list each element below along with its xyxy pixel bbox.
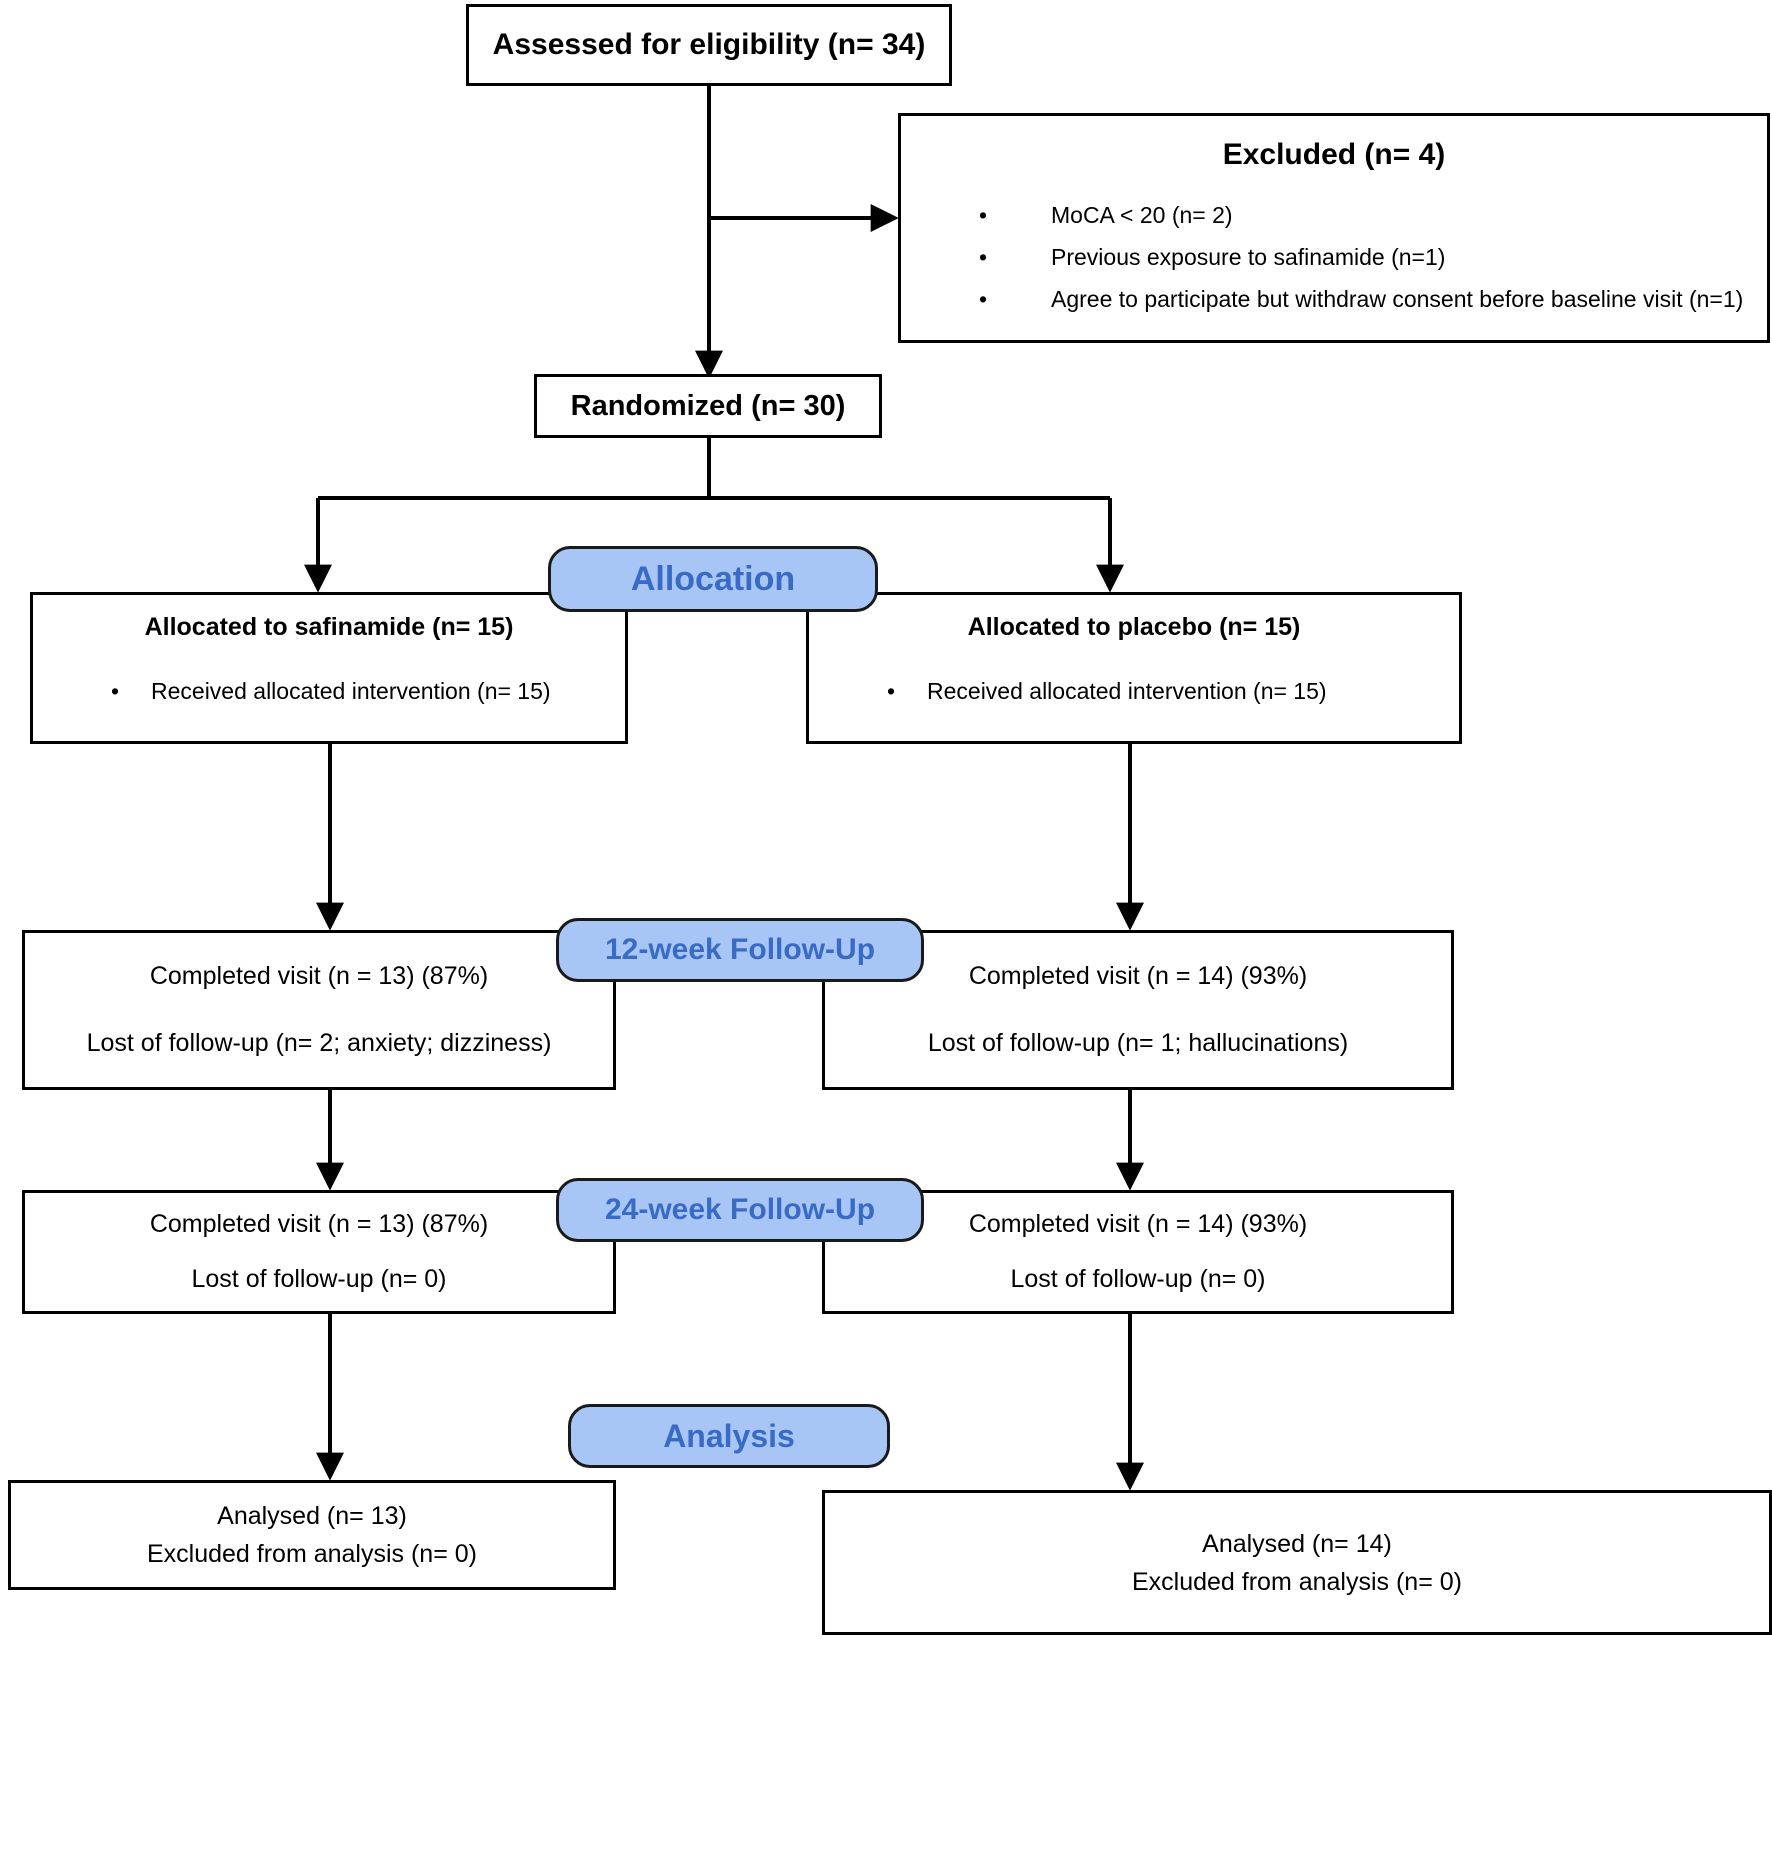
followup24-safinamide-lost: Lost of follow-up (n= 0) [191,1265,447,1293]
node-allocated-safinamide: Allocated to safinamide (n= 15) • Receiv… [30,592,628,744]
analysis-placebo-analysed: Analysed (n= 14) [1202,1529,1392,1558]
list-item: • MoCA < 20 (n= 2) [979,198,1749,232]
node-randomized: Randomized (n= 30) [534,374,882,438]
list-item: • Agree to participate but withdraw cons… [979,282,1749,316]
randomized-title: Randomized (n= 30) [570,389,846,422]
assessed-for-eligibility-title: Assessed for eligibility (n= 34) [492,28,926,61]
bullet-icon: • [887,678,896,704]
followup24-placebo-completed: Completed visit (n = 14) (93%) [968,1210,1308,1238]
node-analysis-placebo: Analysed (n= 14) Excluded from analysis … [822,1490,1772,1635]
node-analysis-safinamide: Analysed (n= 13) Excluded from analysis … [8,1480,616,1590]
followup24-placebo-lost: Lost of follow-up (n= 0) [1010,1265,1266,1293]
excluded-reason-list: • MoCA < 20 (n= 2) • Previous exposure t… [979,198,1749,324]
excluded-reason-text: Agree to participate but withdraw consen… [1051,286,1744,312]
list-item: • Previous exposure to safinamide (n=1) [979,240,1749,274]
bullet-icon: • [979,202,988,228]
node-followup12-placebo: Completed visit (n = 14) (93%) Lost of f… [822,930,1454,1090]
analysis-safinamide-excluded: Excluded from analysis (n= 0) [146,1540,477,1568]
allocated-placebo-title: Allocated to placebo (n= 15) [967,613,1301,641]
node-allocated-placebo: Allocated to placebo (n= 15) • Received … [806,592,1462,744]
list-item: • Received allocated intervention (n= 15… [111,676,625,706]
stage-label-allocation: Allocation [548,546,878,612]
followup12-placebo-completed: Completed visit (n = 14) (93%) [968,962,1308,990]
stage-label-analysis: Analysis [568,1404,890,1468]
followup12-placebo-lost: Lost of follow-up (n= 1; hallucinations) [927,1029,1349,1057]
allocated-placebo-detail: Received allocated intervention (n= 15) [927,678,1327,704]
bullet-icon: • [979,286,988,312]
excluded-reason-text: Previous exposure to safinamide (n=1) [1051,244,1446,270]
node-assessed-for-eligibility: Assessed for eligibility (n= 34) [466,4,952,86]
followup12-safinamide-completed: Completed visit (n = 13) (87%) [149,962,489,990]
allocated-safinamide-list: • Received allocated intervention (n= 15… [111,676,625,706]
followup12-safinamide-lost: Lost of follow-up (n= 2; anxiety; dizzin… [86,1029,552,1057]
stage-label-followup24: 24-week Follow-Up [556,1178,924,1242]
excluded-reason-text: MoCA < 20 (n= 2) [1051,202,1233,228]
allocated-placebo-list: • Received allocated intervention (n= 15… [887,676,1459,706]
allocated-safinamide-title: Allocated to safinamide (n= 15) [144,613,514,641]
node-followup24-safinamide: Completed visit (n = 13) (87%) Lost of f… [22,1190,616,1314]
allocated-safinamide-detail: Received allocated intervention (n= 15) [151,678,551,704]
analysis-safinamide-analysed: Analysed (n= 13) [217,1502,407,1530]
analysis-placebo-excluded: Excluded from analysis (n= 0) [1131,1567,1462,1596]
stage-label-followup12: 12-week Follow-Up [556,918,924,982]
list-item: • Received allocated intervention (n= 15… [887,676,1459,706]
bullet-icon: • [979,244,988,270]
node-followup24-placebo: Completed visit (n = 14) (93%) Lost of f… [822,1190,1454,1314]
node-excluded: Excluded (n= 4) • MoCA < 20 (n= 2) • Pre… [898,113,1770,343]
node-followup12-safinamide: Completed visit (n = 13) (87%) Lost of f… [22,930,616,1090]
followup24-safinamide-completed: Completed visit (n = 13) (87%) [149,1210,489,1238]
bullet-icon: • [111,678,120,704]
excluded-title: Excluded (n= 4) [1222,138,1446,171]
